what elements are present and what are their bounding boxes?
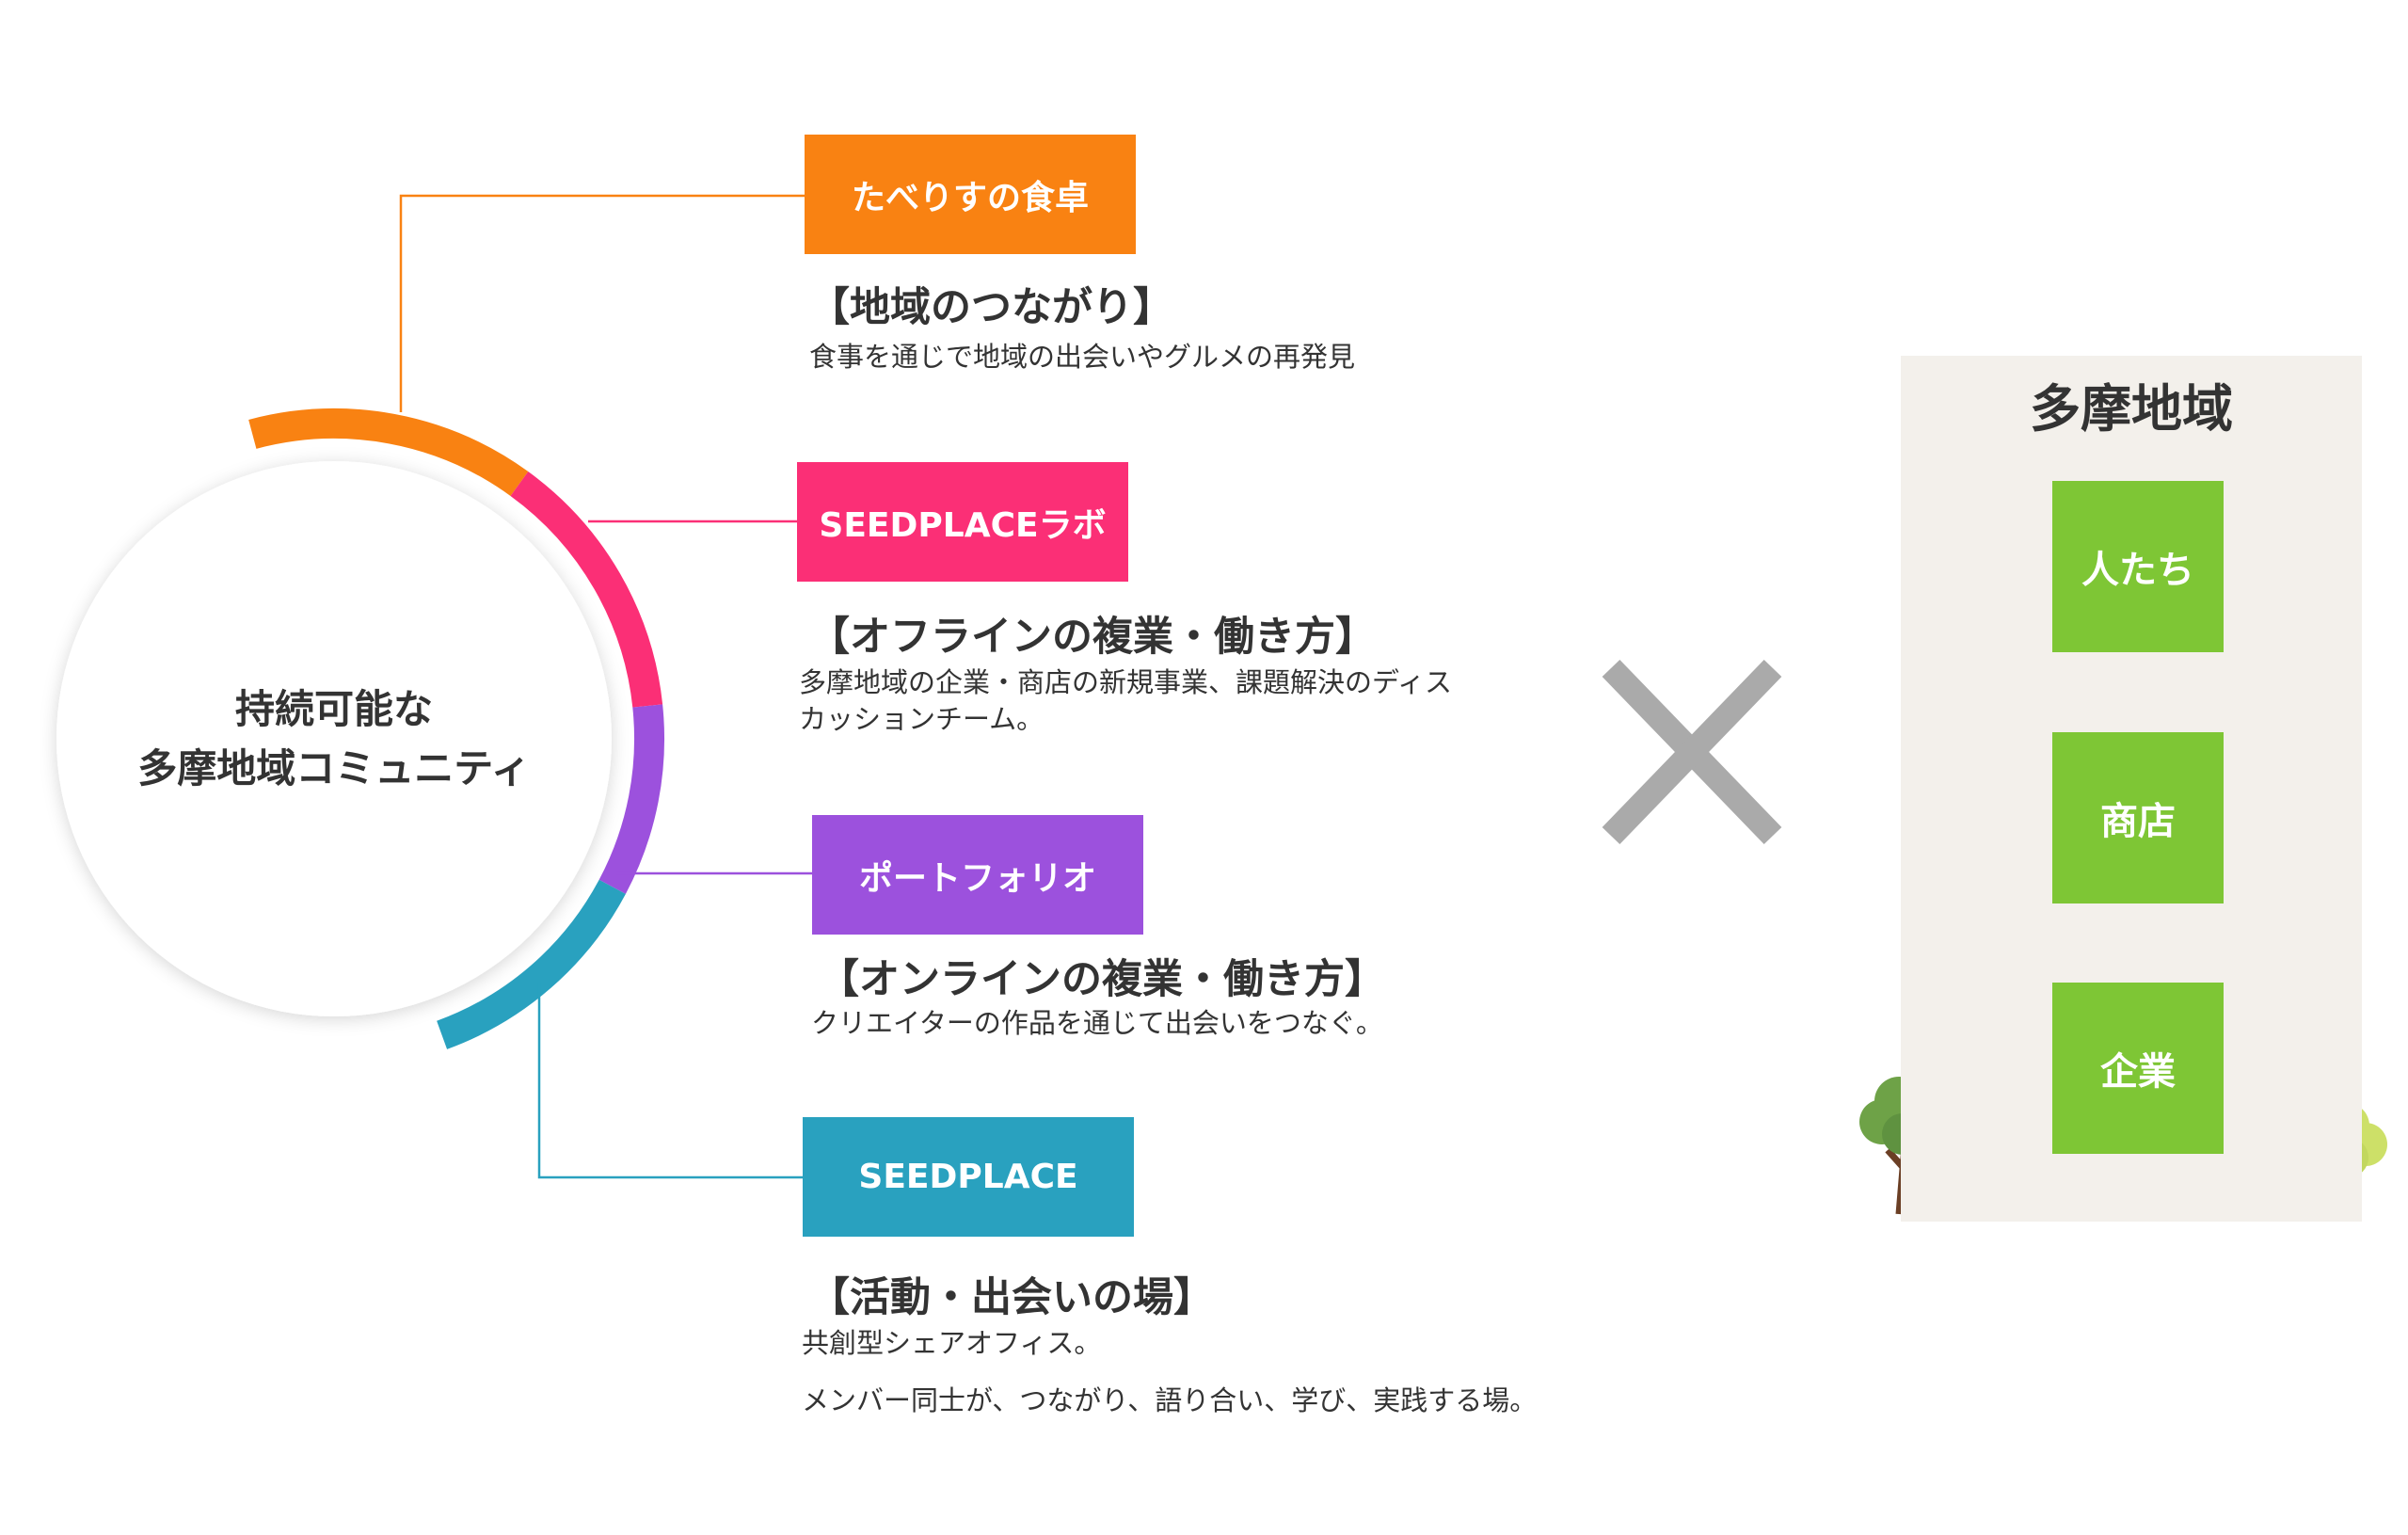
ring-segment: [437, 879, 626, 1049]
ring-segment: [248, 408, 529, 496]
connector-lines: [399, 194, 812, 1179]
multiply-icon: [1602, 659, 1782, 845]
center-circle: [56, 461, 612, 1016]
center-label: 持続可能な 多摩地域コミュニティ: [56, 461, 612, 1016]
region-item-shops: 商店: [2052, 732, 2224, 903]
region-item-companies: 企業: [2052, 983, 2224, 1154]
category-label: たべりすの食卓: [851, 178, 1089, 217]
region-item-label: 人たち: [2081, 549, 2194, 592]
center-label-line2: 多摩地域コミュニティ: [137, 745, 531, 791]
category-desc: 食事を通じで地域の出会いやグルメの再発見: [809, 339, 1355, 376]
category-box-seedplace: SEEDPLACE: [803, 1117, 1134, 1237]
desc-line: 多摩地域の企業・商店の新規事業、課題解決のディス: [799, 666, 1452, 698]
category-box-portfolio: ポートフォリオ: [812, 815, 1143, 935]
region-title: 多摩地域: [2030, 379, 2233, 439]
region-item-label: 商店: [2100, 800, 2176, 843]
ring-segment: [598, 704, 664, 894]
segment-ring: [248, 408, 664, 1049]
desc-line: 共創型シェアオフィス。: [802, 1327, 1102, 1359]
category-desc: 共創型シェアオフィス。 メンバー同士が、つながり、語り合い、学び、実践する場。: [802, 1325, 1537, 1419]
category-headline: 【地域のつながり】: [809, 284, 1173, 331]
category-label: SEEDPLACE: [858, 1158, 1078, 1196]
connector-line: [537, 983, 803, 1179]
region-item-people: 人たち: [2052, 481, 2224, 652]
center-label-line1: 持続可能な: [234, 686, 433, 732]
desc-line: クリエイターの作品を通じて出会いをつなぐ。: [811, 1007, 1383, 1039]
category-headline: 【オフラインの複業・働き方】: [809, 614, 1376, 661]
desc-line: メンバー同士が、つながり、語り合い、学び、実践する場。: [802, 1384, 1538, 1417]
category-desc: クリエイターの作品を通じて出会いをつなぐ。: [811, 1005, 1383, 1042]
category-desc: 多摩地域の企業・商店の新規事業、課題解決のディス カッションチーム。: [799, 664, 1452, 738]
ring-segment: [510, 472, 663, 708]
desc-line: 食事を通じで地域の出会いやグルメの再発見: [809, 341, 1356, 373]
category-box-seedplace-lab: SEEDPLACEラボ: [797, 462, 1128, 582]
connector-line: [399, 194, 805, 412]
region-item-label: 企業: [2100, 1050, 2176, 1094]
category-headline: 【オンラインの複業・働き方】: [819, 956, 1385, 1003]
desc-line: カッションチーム。: [799, 703, 1045, 736]
category-headline: 【活動・出会いの場】: [809, 1274, 1214, 1321]
category-label: SEEDPLACEラボ: [819, 505, 1107, 545]
category-label: ポートフォリオ: [858, 858, 1096, 898]
category-box-taberisu: たべりすの食卓: [805, 135, 1136, 254]
